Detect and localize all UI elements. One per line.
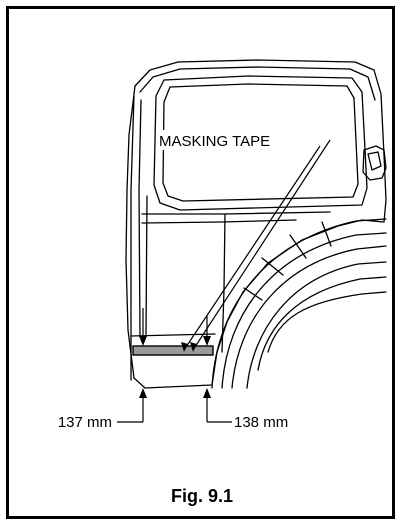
masking-tape-arrowhead-1 (190, 342, 197, 352)
left-dimension-label: 137 mm (58, 414, 112, 431)
wheel-arch-6 (267, 291, 387, 353)
door-outline (125, 59, 387, 389)
masking-tape-leader-1 (192, 139, 331, 351)
dim-left-arrowhead (139, 388, 147, 398)
window-inner-outline (162, 83, 359, 202)
right-dimension-label: 138 mm (234, 414, 288, 431)
door-lower-line (130, 333, 216, 337)
wheel-arch-4 (246, 261, 387, 389)
fender-line-4 (243, 287, 263, 301)
door-handle (362, 145, 387, 181)
door-front-edge-inner (138, 99, 142, 336)
belt-line (141, 211, 331, 215)
door-front-edge-inner-2 (145, 195, 148, 336)
door-front-edge (130, 95, 135, 381)
wheel-arch-outer (211, 218, 387, 389)
wheel-arch-2 (221, 232, 387, 389)
door-edge-line (139, 66, 376, 101)
fender-line-3 (321, 221, 332, 247)
door-handle-inner (367, 151, 382, 171)
wheel-arch-5 (257, 276, 387, 371)
fender-line-1 (261, 257, 284, 276)
belt-line-lower (141, 219, 297, 224)
masking-tape-arrowhead-2 (181, 342, 188, 352)
tape-left-arrowhead (139, 336, 147, 346)
masking-tape-strip (132, 345, 214, 356)
figure-caption: Fig. 9.1 (171, 486, 233, 506)
figure-frame (6, 6, 395, 519)
masking-tape-label: MASKING TAPE (159, 133, 270, 150)
window-outline (153, 75, 368, 211)
tape-right-arrowhead (203, 336, 211, 346)
fender-line-2 (289, 234, 307, 259)
dim-right-arrowhead (203, 388, 211, 398)
wheel-arch-3 (231, 245, 387, 389)
